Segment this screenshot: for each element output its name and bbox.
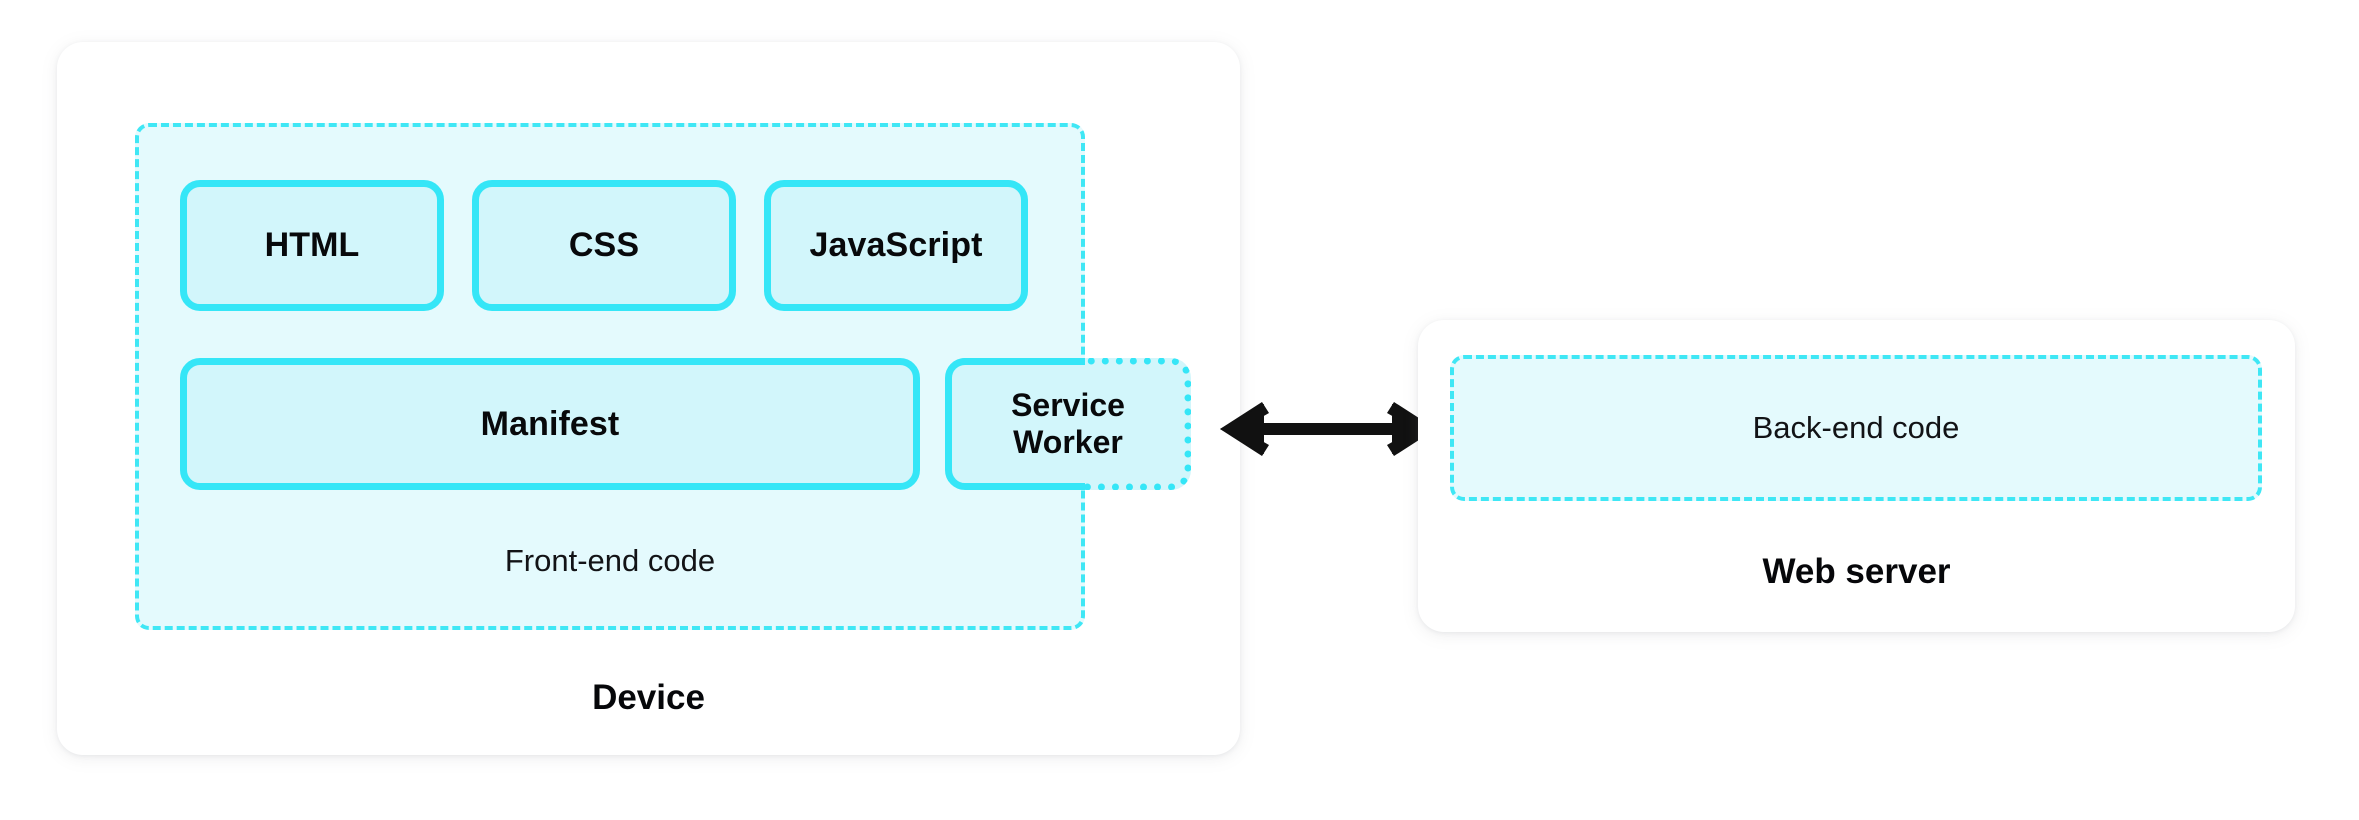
service-worker-label-line1: Service [1011, 387, 1125, 424]
service-worker-inside-outline [945, 358, 1085, 490]
component-box-css[interactable]: CSS [472, 180, 736, 311]
component-label-css: CSS [568, 226, 640, 265]
component-label-service-worker: Service Worker [945, 358, 1191, 490]
web-server-card-title: Web server [1762, 552, 1951, 591]
backend-code-region [1450, 355, 2262, 501]
component-box-javascript[interactable]: JavaScript [764, 180, 1028, 311]
component-box-service-worker[interactable]: Service Worker [945, 358, 1191, 490]
service-worker-label-line2: Worker [1013, 424, 1123, 460]
component-label-manifest: Manifest [480, 404, 620, 443]
component-box-manifest[interactable]: Manifest [180, 358, 920, 490]
device-card-title: Device [592, 678, 705, 717]
component-box-html[interactable]: HTML [180, 180, 444, 311]
component-label-javascript: JavaScript [809, 226, 983, 265]
bidirectional-arrow-icon [1220, 402, 1436, 456]
frontend-code-caption: Front-end code [504, 543, 716, 578]
backend-code-caption: Back-end code [1752, 410, 1960, 445]
component-label-html: HTML [264, 226, 360, 265]
